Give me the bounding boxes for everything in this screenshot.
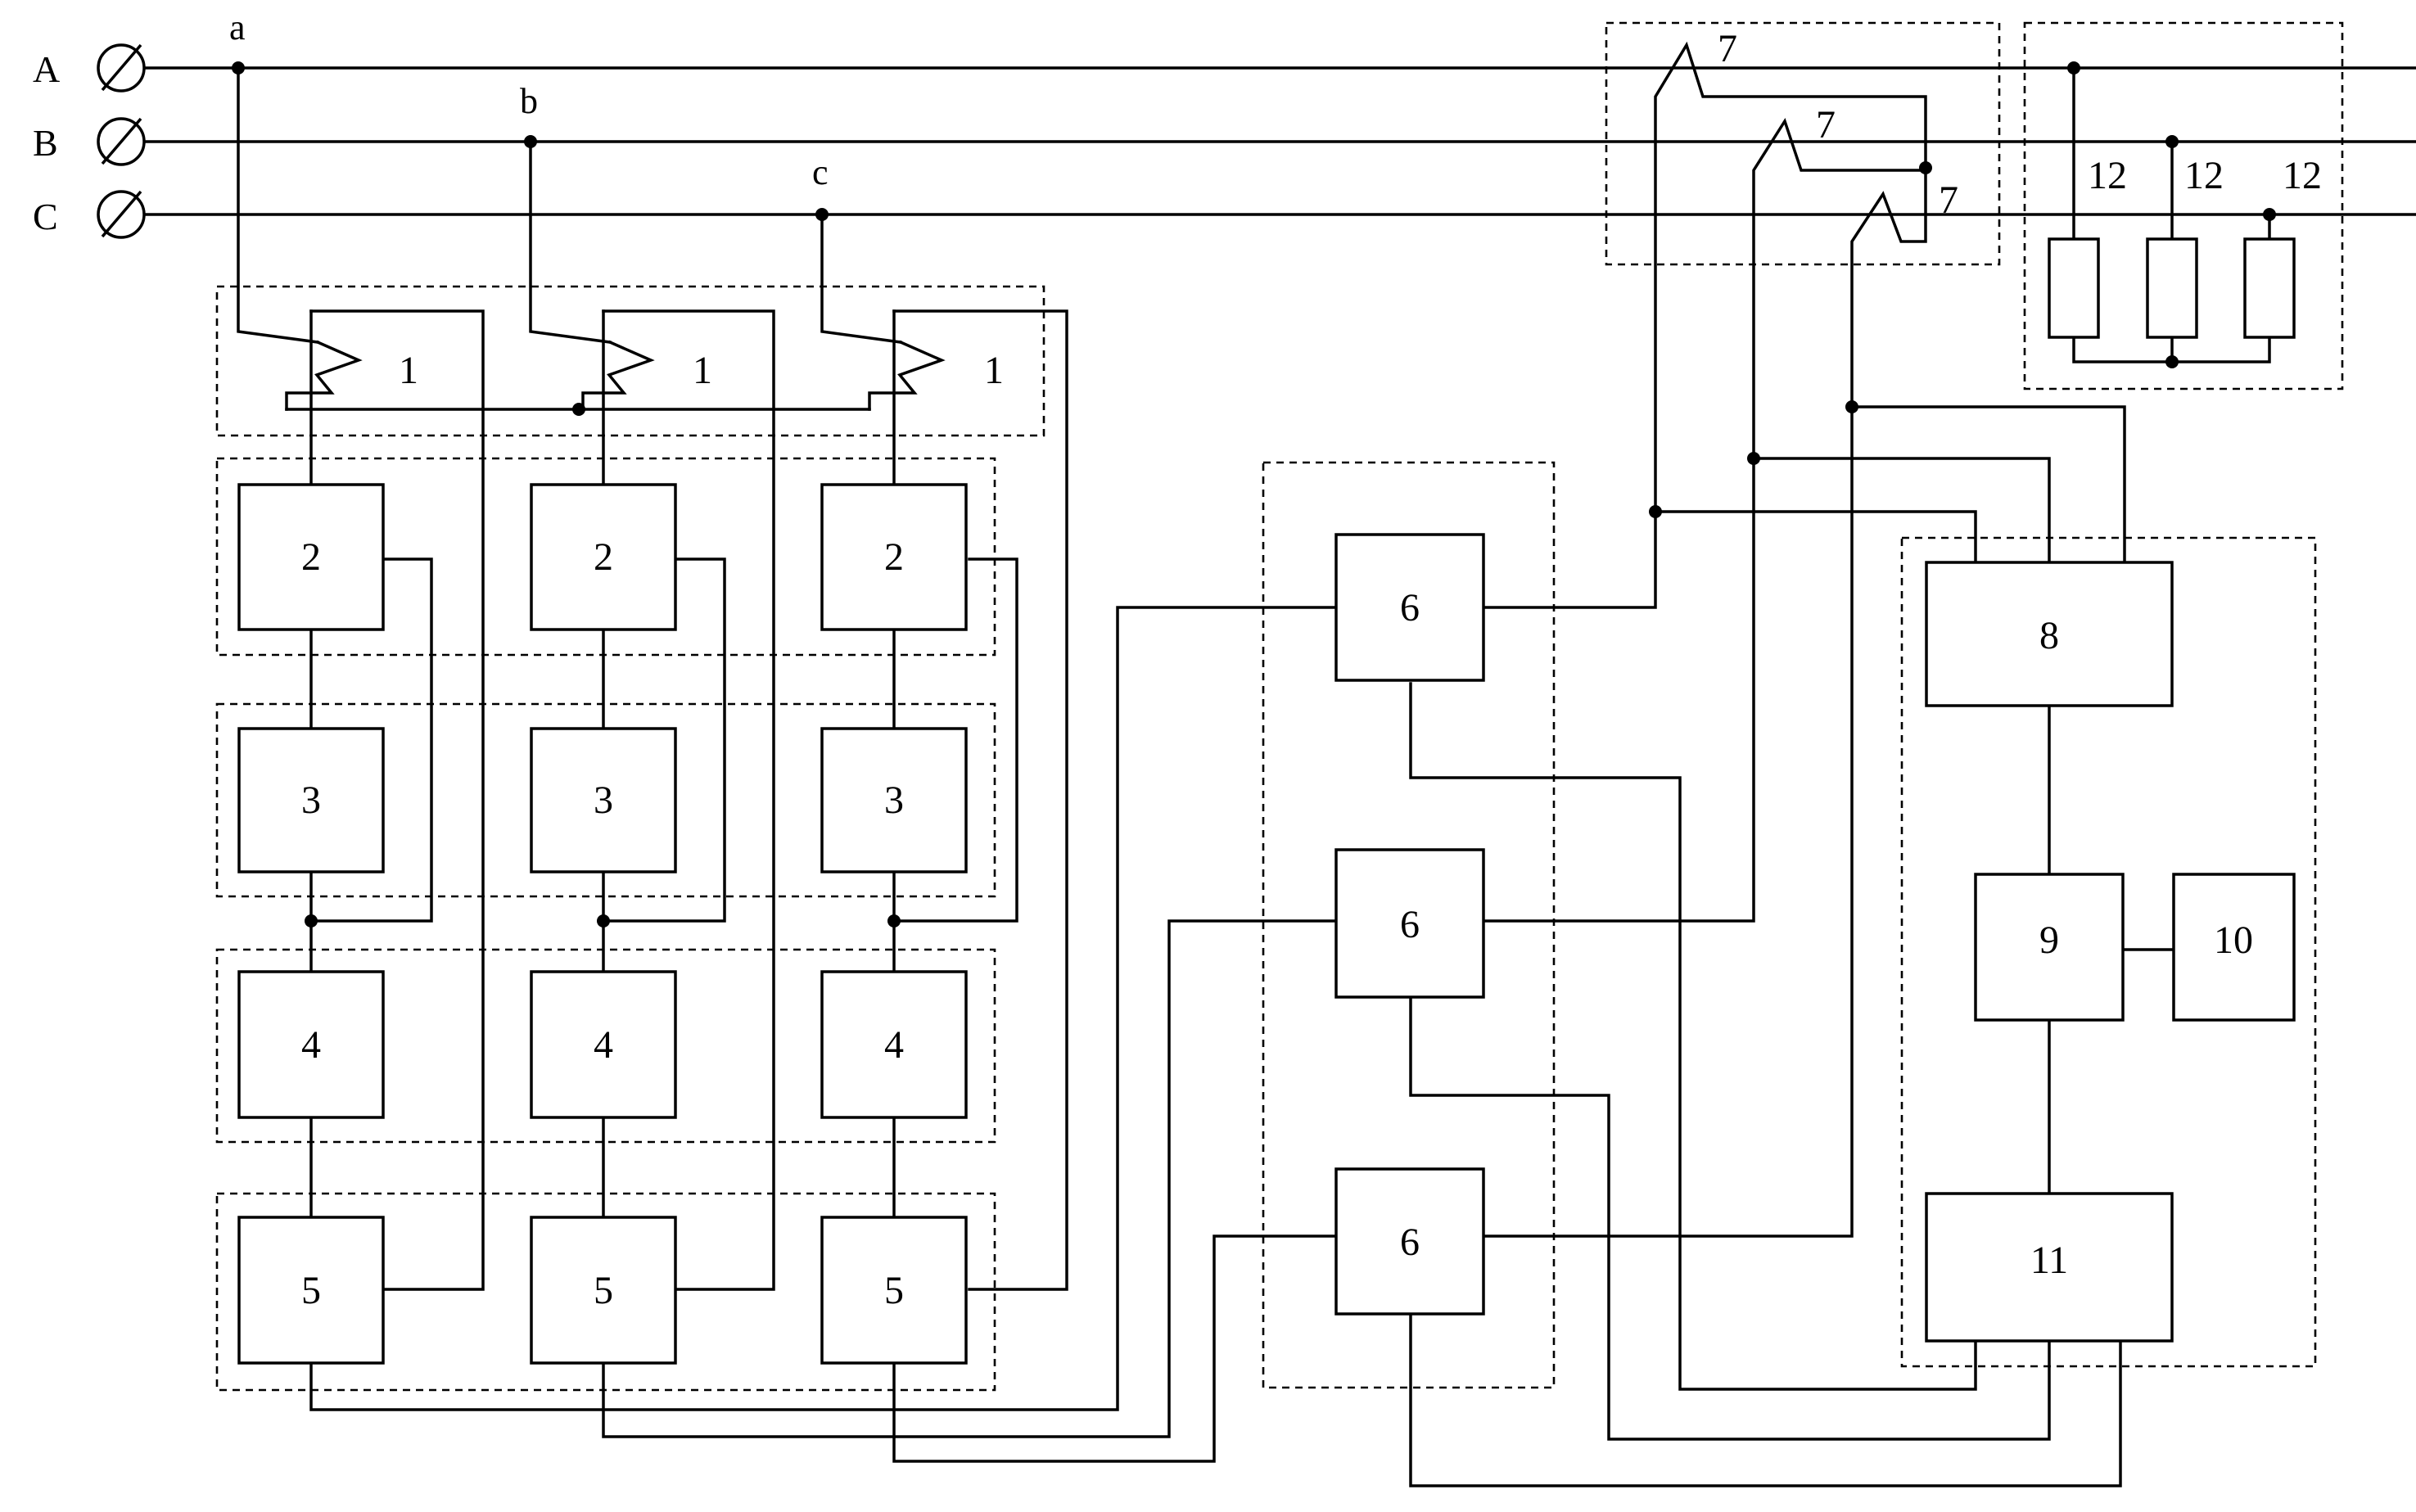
- block-6-c-label: 6: [1400, 1221, 1420, 1264]
- load-12-label-b: 12: [2184, 154, 2224, 197]
- block-2-a-label: 2: [301, 535, 321, 579]
- tap-label-c: c: [812, 152, 829, 192]
- tap-label-b: b: [520, 81, 538, 121]
- block-6-b-label: 6: [1400, 903, 1420, 946]
- load-12-label-c: 12: [2283, 154, 2322, 197]
- block-3-b-label: 3: [594, 779, 613, 822]
- group-transformers-7: [1606, 23, 1999, 264]
- load-12-label-a: 12: [2088, 154, 2127, 197]
- transformer-1-label-c: 1: [984, 349, 1004, 392]
- block-3-a-label: 3: [301, 779, 321, 822]
- phase-bus-lines: [146, 68, 2416, 214]
- block-2-b-label: 2: [594, 535, 613, 579]
- block-9-label: 9: [2039, 918, 2059, 962]
- tap-label-a: a: [229, 7, 246, 47]
- block-5-c-label: 5: [884, 1269, 904, 1312]
- block-4-c-label: 4: [884, 1023, 904, 1067]
- block-4-b-label: 4: [594, 1023, 613, 1067]
- block-2-c-label: 2: [884, 535, 904, 579]
- group-transformers-1: [217, 287, 1044, 436]
- load-resistor-12b: [2147, 239, 2197, 337]
- terminal-symbols: [98, 45, 144, 237]
- block6-to-transformer7-wires: [1484, 407, 1852, 1236]
- block-4-a-label: 4: [301, 1023, 321, 1067]
- transformer-7-label-b: 7: [1816, 103, 1836, 147]
- block-3-c-label: 3: [884, 779, 904, 822]
- block-5-a-label: 5: [301, 1269, 321, 1312]
- block-6-a-label: 6: [1400, 586, 1420, 630]
- transformer-7-label-c: 7: [1939, 178, 1958, 222]
- load-resistor-12a: [2049, 239, 2098, 337]
- block-5-b-label: 5: [594, 1269, 613, 1312]
- terminal-label-c: C: [33, 196, 58, 237]
- terminal-label-a: A: [33, 48, 60, 90]
- transformer-1-windings: [287, 342, 942, 409]
- load-resistor-12c: [2245, 239, 2294, 337]
- transformer-1-label-a: 1: [399, 349, 418, 392]
- transformer-7-label-a: 7: [1718, 27, 1737, 70]
- block-11-label: 11: [2030, 1239, 2068, 1282]
- transformer-7-windings: [1655, 45, 1926, 512]
- block-8-label: 8: [2039, 614, 2059, 657]
- terminal-label-b: B: [33, 122, 58, 164]
- transformer7-to-block8-wires: [1655, 407, 2125, 562]
- block6-to-block11-wires: [1411, 684, 2120, 1486]
- transformer-1-label-b: 1: [693, 349, 712, 392]
- tap-leads: [238, 68, 901, 342]
- block-10-label: 10: [2214, 918, 2253, 962]
